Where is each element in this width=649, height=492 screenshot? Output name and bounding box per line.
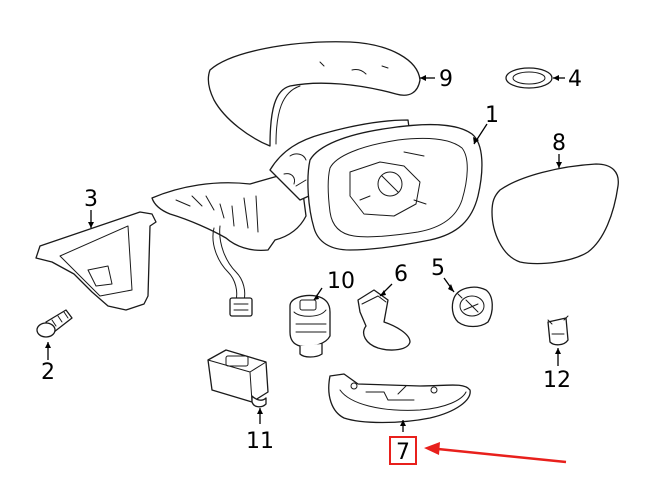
callout-1: 1 bbox=[485, 103, 499, 128]
part-3-bracket[interactable] bbox=[35, 211, 157, 311]
part-11-control-module[interactable] bbox=[207, 349, 269, 408]
highlight-arrow-head bbox=[424, 442, 440, 455]
highlight-arrow-line bbox=[437, 447, 567, 464]
part-6-pivot[interactable] bbox=[357, 289, 411, 351]
part-10-actuator[interactable] bbox=[289, 294, 331, 358]
callout-2: 2 bbox=[41, 360, 55, 385]
callout-7[interactable]: 7 bbox=[396, 440, 410, 465]
part-7-turn-signal-lamp[interactable] bbox=[328, 373, 471, 424]
highlight-box bbox=[389, 436, 417, 465]
part-9-mirror-cap[interactable] bbox=[207, 41, 421, 147]
leader-lines bbox=[45, 75, 565, 432]
part-2-screw[interactable] bbox=[36, 309, 73, 338]
callout-9: 9 bbox=[439, 67, 453, 92]
part-4-cap-ring[interactable] bbox=[505, 67, 553, 89]
callout-10: 10 bbox=[327, 269, 355, 294]
callout-4: 4 bbox=[568, 67, 582, 92]
callout-11: 11 bbox=[246, 429, 274, 454]
callout-12: 12 bbox=[543, 368, 571, 393]
callout-numbers: 1 2 3 4 5 6 7 8 9 10 11 12 bbox=[41, 67, 582, 465]
part-12-connector-clip[interactable] bbox=[547, 315, 569, 346]
part-8-mirror-glass[interactable] bbox=[491, 163, 619, 265]
callout-3: 3 bbox=[84, 187, 98, 212]
callout-8: 8 bbox=[552, 131, 566, 156]
part-5-gear-cap[interactable] bbox=[451, 286, 493, 328]
callout-5: 5 bbox=[431, 256, 445, 281]
callout-6: 6 bbox=[394, 262, 408, 287]
highlight-part-7 bbox=[389, 436, 567, 465]
part-1-mirror-housing[interactable] bbox=[151, 119, 483, 317]
